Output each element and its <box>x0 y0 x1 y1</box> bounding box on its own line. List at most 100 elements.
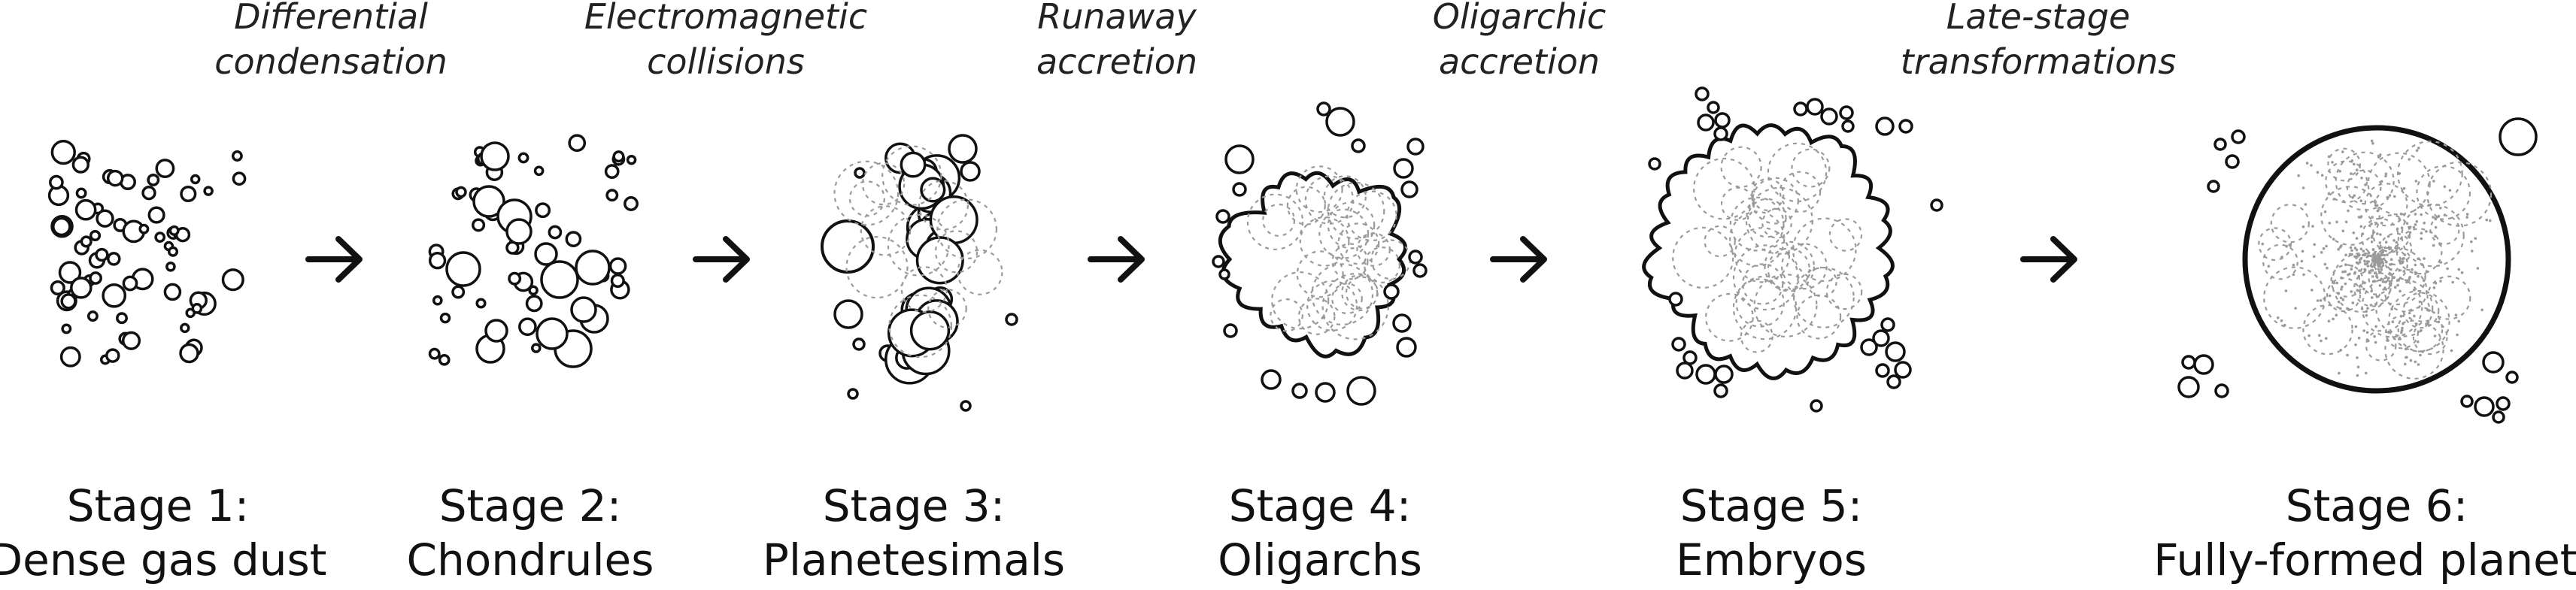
dust-speck <box>2426 321 2430 325</box>
particle <box>604 164 620 179</box>
dust-speck <box>2386 195 2389 199</box>
dashed-fragment <box>918 180 969 231</box>
dashed-fragment <box>1720 146 1762 188</box>
dust-speck <box>2420 237 2423 241</box>
particle <box>138 223 150 234</box>
dust-speck <box>2390 307 2393 311</box>
particle <box>833 299 863 329</box>
dust-speck <box>2450 349 2453 352</box>
particle <box>455 186 467 198</box>
particle <box>432 295 443 306</box>
dust-speck <box>2437 214 2441 218</box>
dashed-fragment <box>860 205 912 256</box>
dashed-fragment <box>2258 227 2292 262</box>
particle <box>1224 144 1255 174</box>
dust-speck <box>2413 314 2416 318</box>
process-4-line2: accretion <box>1439 41 1600 82</box>
dust-speck <box>2384 174 2387 178</box>
dust-speck <box>2340 276 2343 280</box>
particle <box>61 323 72 334</box>
right-arrow-icon <box>693 236 750 283</box>
dust-speck <box>2365 371 2368 375</box>
particle <box>1315 382 1336 403</box>
dust-speck <box>2433 334 2437 337</box>
dust-speck <box>2304 203 2307 206</box>
particle <box>1875 116 1895 136</box>
dust-speck <box>2323 262 2327 266</box>
dashed-fragment <box>2361 276 2423 338</box>
dust-speck <box>2371 275 2374 278</box>
particle <box>1707 101 1720 114</box>
dust-speck <box>2414 180 2418 183</box>
dust-speck <box>2368 254 2371 257</box>
dashed-fragment <box>2270 204 2310 244</box>
dust-speck <box>2418 300 2422 304</box>
particle <box>1697 113 1715 132</box>
dust-speck <box>2439 206 2442 210</box>
stage-1-illustration <box>47 139 247 368</box>
dust-speck <box>2434 217 2437 221</box>
particle <box>75 187 87 199</box>
dust-speck <box>2362 250 2365 253</box>
dust-speck <box>2400 331 2403 334</box>
dust-speck <box>2432 244 2435 247</box>
dashed-fragment <box>1321 273 1389 340</box>
dust-speck <box>2369 264 2373 268</box>
dust-speck <box>2327 192 2331 195</box>
particle <box>2181 355 2196 370</box>
particle <box>2499 117 2538 156</box>
particle <box>570 296 597 323</box>
dust-speck <box>2368 224 2371 228</box>
dust-speck <box>2371 216 2374 219</box>
stage-3-title: Stage 3: <box>823 480 1005 531</box>
particle <box>548 225 563 240</box>
dashed-fragment <box>1297 298 1336 335</box>
dust-speck <box>2344 253 2347 257</box>
dust-speck <box>2402 270 2406 273</box>
dust-speck <box>2356 374 2359 377</box>
dust-speck <box>2325 337 2328 340</box>
dust-speck <box>2389 263 2392 266</box>
dashed-fragment <box>833 160 900 226</box>
dust-speck <box>2344 270 2347 274</box>
dust-speck <box>2376 232 2379 235</box>
process-labels: Differential condensation Electromagneti… <box>214 0 2176 82</box>
stage-2-title: Stage 2: <box>439 480 621 531</box>
dashed-fragment <box>2426 275 2471 320</box>
dust-speck <box>2351 195 2354 199</box>
dust-speck <box>2457 268 2461 271</box>
dust-speck <box>2366 265 2370 268</box>
dust-speck <box>2378 241 2382 244</box>
particle <box>1396 337 1417 358</box>
dust-speck <box>2414 213 2417 216</box>
process-1-line2: condensation <box>214 41 448 82</box>
dashed-fragment <box>1767 247 1810 291</box>
particle <box>49 174 64 190</box>
particle <box>1676 362 1694 380</box>
dust-speck <box>2325 244 2328 248</box>
dashed-fragment <box>2325 160 2368 204</box>
dust-speck <box>2419 329 2423 332</box>
dust-speck <box>2332 281 2336 285</box>
dust-speck <box>2456 333 2459 337</box>
dust-speck <box>2365 331 2369 334</box>
dashed-fragment <box>861 162 906 206</box>
dust-speck <box>2366 307 2369 310</box>
stage-1-subtitle: Dense gas dust <box>0 534 327 585</box>
dust-speck <box>2341 298 2345 301</box>
dust-speck <box>2414 360 2417 364</box>
dust-speck <box>2373 271 2377 275</box>
particle <box>475 298 487 309</box>
dust-speck <box>2341 286 2344 289</box>
dashed-fragment <box>1271 271 1330 330</box>
dust-speck <box>2448 189 2452 192</box>
dust-speck <box>2363 281 2366 285</box>
dashed-fragment <box>2330 264 2364 298</box>
particle <box>179 343 199 364</box>
particle <box>1346 376 1376 406</box>
dashed-fragment <box>887 213 950 277</box>
particle <box>1839 105 1854 120</box>
dashed-fragment <box>1346 190 1397 242</box>
dashed-fragment <box>1286 186 1326 225</box>
particle <box>517 152 529 164</box>
